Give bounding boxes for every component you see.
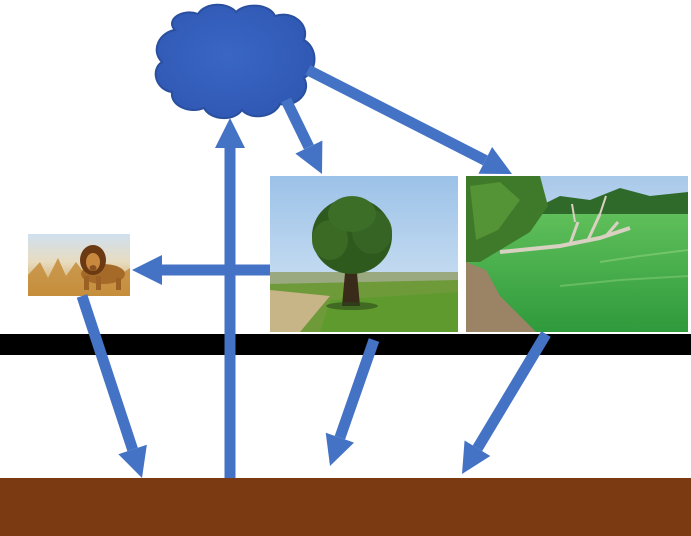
arrow-head <box>295 140 323 174</box>
arrow-cloud-to-tree <box>281 97 323 174</box>
arrow-shaft <box>334 338 380 440</box>
arrow-shaft <box>76 294 138 452</box>
soil-band <box>0 478 691 536</box>
arrow-head <box>118 444 147 478</box>
arrow-head <box>215 118 245 148</box>
arrow-shaft <box>472 331 551 452</box>
arrow-pond-to-soil <box>462 331 551 474</box>
arrow-head <box>462 440 491 474</box>
arrow-soil-to-cloud <box>215 118 245 478</box>
lion-photo <box>28 234 130 296</box>
algae-pond-photo <box>466 176 689 332</box>
arrow-shaft <box>305 65 488 166</box>
arrow-tree-to-soil <box>325 338 380 466</box>
arrow-head <box>132 255 162 285</box>
arrow-cloud-to-pond <box>305 65 512 174</box>
arrow-head <box>478 147 512 174</box>
arrow-shaft <box>281 97 314 150</box>
tree-photo <box>270 176 458 332</box>
arrow-head <box>325 432 355 466</box>
cloud-icon <box>154 3 316 119</box>
arrows-layer <box>76 65 551 478</box>
arrow-tree-to-lion <box>132 255 270 285</box>
black-band <box>0 334 691 355</box>
arrow-lion-to-soil <box>76 294 147 478</box>
